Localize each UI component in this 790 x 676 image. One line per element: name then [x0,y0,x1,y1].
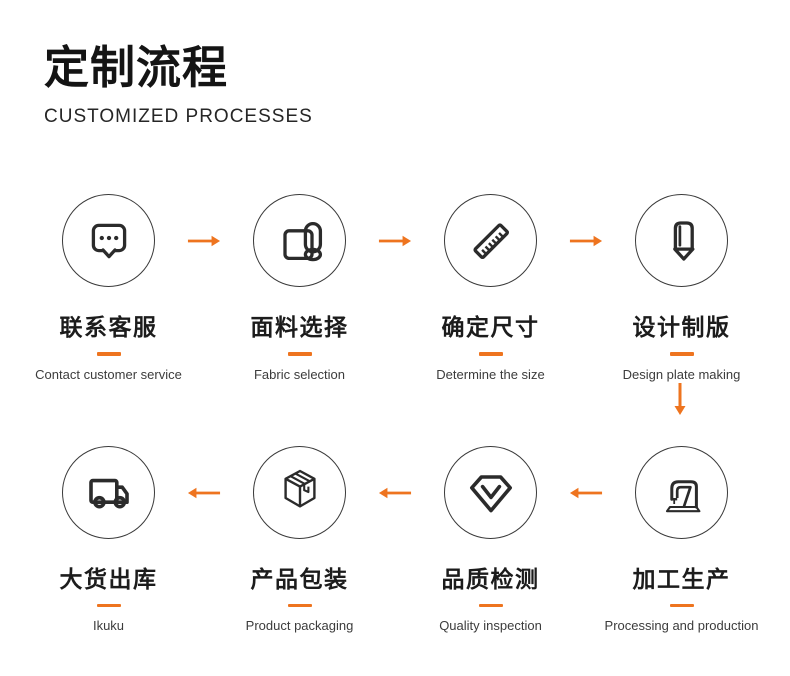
step-circle [444,194,537,287]
step-label-en: Determine the size [436,366,545,382]
header: 定制流程 CUSTOMIZED PROCESSES [0,0,790,128]
chat-bubble-icon [91,223,126,258]
arrow-left-icon [187,487,221,498]
step-label-zh: 确定尺寸 [441,314,540,340]
step-label-zh: 联系客服 [59,314,158,340]
step-circle [253,445,346,539]
arrow-slot [569,234,603,248]
arrow-right-icon [378,235,412,247]
accent-dash [287,352,312,356]
step-bulk-shipment: 大货出库 Ikuku [30,445,187,633]
step-circle [62,445,155,539]
step-label-en: Fabric selection [253,366,346,382]
process-row-top: 联系客服 Contact customer service [0,194,790,382]
arrow-left-icon [378,487,412,498]
diamond-check-icon [469,475,512,513]
arrow-slot [187,486,221,500]
step-circle [635,445,728,539]
step-label-zh: 加工生产 [632,565,731,592]
arrow-slot [378,486,412,500]
arrow-slot [569,486,603,500]
step-design-plate-making: 设计制版 Design plate making [603,194,760,382]
page-subtitle: CUSTOMIZED PROCESSES [44,106,313,127]
step-circle [635,194,728,287]
step-label-en: Processing and production [604,618,759,633]
process-row-bottom: 大货出库 Ikuku [0,445,790,633]
arrow-right-icon [569,235,603,247]
pen-icon [672,220,694,261]
page-title: 定制流程 [44,42,229,93]
step-quality-inspection: 品质检测 Quality inspection [412,445,569,633]
arrow-down-icon [674,382,686,415]
accent-dash [96,603,121,607]
arrow-left-icon [569,487,603,498]
step-determine-size: 确定尺寸 Determine the size [412,194,569,382]
row-connector [0,382,790,446]
accent-dash [669,352,694,356]
step-label-en: Contact customer service [35,366,182,382]
sewing-machine-icon [665,480,700,513]
arrow-right-icon [187,235,221,247]
step-label-en: Quality inspection [439,618,542,633]
step-product-packaging: 产品包装 Product packaging [221,445,378,633]
arrow-slot [187,234,221,248]
step-circle [62,194,155,287]
step-label-en: Design plate making [622,366,741,382]
step-label-zh: 设计制版 [632,314,731,340]
package-box-icon [283,469,316,508]
step-contact-customer-service: 联系客服 Contact customer service [30,194,187,382]
process-flow: 联系客服 Contact customer service [0,194,790,633]
accent-dash [478,352,503,356]
step-label-en: Ikuku [92,618,125,633]
step-label-zh: 品质检测 [441,565,540,592]
arrow-slot [378,234,412,248]
accent-dash [669,603,694,607]
truck-icon [88,478,129,509]
step-fabric-selection: 面料选择 Fabric selection [221,194,378,382]
step-label-en: Product packaging [245,618,354,633]
step-label-zh: 面料选择 [250,314,349,340]
fabric-roll-icon [282,221,322,261]
step-label-zh: 大货出库 [59,565,158,592]
accent-dash [478,603,503,607]
step-processing-production: 加工生产 Processing and production [603,445,760,633]
ruler-icon [472,222,509,259]
step-label-zh: 产品包装 [250,565,349,592]
accent-dash [287,603,312,607]
step-circle [253,194,346,287]
accent-dash [96,352,121,356]
step-circle [444,445,537,539]
